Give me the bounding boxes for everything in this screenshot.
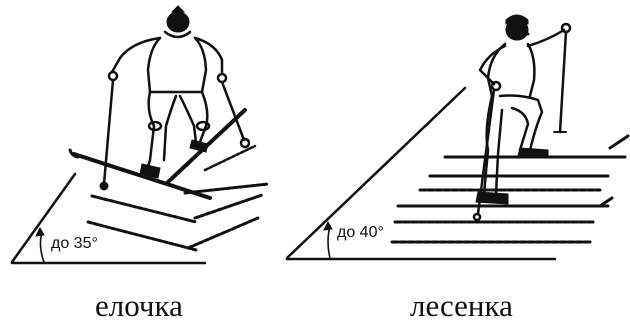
skier2-hat <box>506 15 528 24</box>
skier2-raised-arm <box>528 30 564 46</box>
track-3 <box>185 184 268 193</box>
skier-torso <box>148 38 206 92</box>
skier-collar <box>165 32 190 37</box>
skier2-raised-leg-inner <box>512 108 528 150</box>
skier2-standing-leg-inner <box>496 110 502 194</box>
track-2 <box>88 222 196 250</box>
skier-right-leg-inner <box>180 96 196 142</box>
left-angle-label: до 35° <box>51 236 98 252</box>
skier-hat-tip <box>172 6 184 12</box>
track-1 <box>92 196 196 222</box>
upper-ski-tip <box>610 136 628 148</box>
skier-right-leg <box>200 92 207 142</box>
skier-right-boot <box>190 140 208 152</box>
right-angle-label: до 40° <box>337 225 384 241</box>
skier-left-leg-inner <box>164 96 176 160</box>
left-angle-arrow <box>36 228 44 236</box>
skier2-upper-pole <box>560 32 566 132</box>
skier2-lower-pole-basket <box>474 214 480 220</box>
right-pole-basket <box>241 139 249 147</box>
left-angle-arc <box>40 232 44 262</box>
skier2-raised-leg <box>500 96 542 151</box>
skier2-lower-hand <box>492 82 500 90</box>
right-pole <box>222 82 244 140</box>
skier-left-leg <box>146 92 154 174</box>
skier2-upper-boot <box>518 148 548 158</box>
left-pole-basket <box>100 182 108 190</box>
right-caption: лесенка <box>410 290 513 321</box>
herringbone-figure <box>12 6 268 263</box>
left-pole <box>104 80 113 184</box>
track-6 <box>205 146 255 170</box>
track-5 <box>188 218 258 248</box>
left-caption: елочка <box>95 290 183 321</box>
skier-head <box>167 12 189 32</box>
right-angle-arc <box>328 226 330 258</box>
sidestep-figure <box>287 15 628 259</box>
skier2-lower-arm <box>480 46 505 84</box>
skier-left-arm <box>112 38 160 72</box>
